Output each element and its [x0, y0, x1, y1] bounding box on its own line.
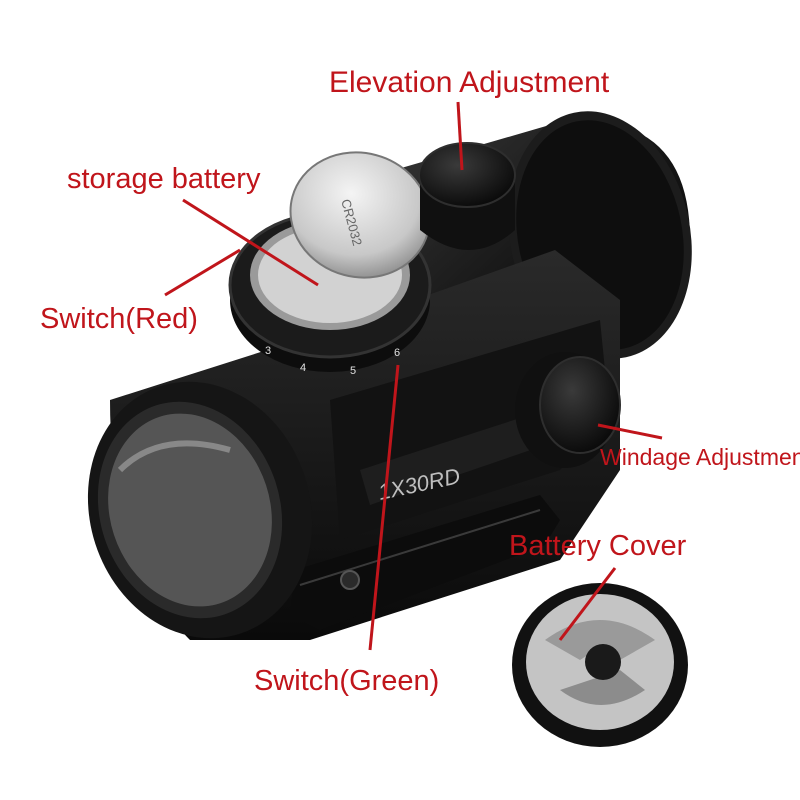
leader-switch-green: [368, 364, 400, 651]
leader-elevation: [456, 101, 464, 171]
dial-number-6: 6: [394, 347, 400, 359]
callout-storage-battery: storage battery: [67, 163, 261, 195]
callout-switch-green: Switch(Green): [254, 665, 440, 697]
callout-windage-adjustment: Windage Adjustment: [600, 444, 800, 470]
leader-switch-red: [164, 248, 241, 297]
elevation-knob: [418, 142, 516, 250]
callout-switch-red: Switch(Red): [40, 303, 198, 335]
leader-battery-cover: [558, 567, 617, 641]
callout-elevation-adjustment: Elevation Adjustment: [329, 66, 610, 99]
front-tube: [87, 381, 313, 639]
dial-number-3: 3: [265, 345, 271, 357]
battery-coin: CR2032: [289, 151, 431, 279]
leader-lines: [164, 101, 663, 651]
dial-number-4: 4: [300, 362, 306, 374]
windage-knob: [515, 352, 621, 468]
leader-storage-battery: [182, 198, 319, 287]
dial-number-5: 5: [350, 365, 356, 377]
battery-cover: [512, 583, 688, 747]
rail-mount: [290, 495, 560, 630]
mount-screw-hole: [340, 570, 360, 590]
leader-windage: [597, 423, 663, 440]
callout-battery-cover: Battery Cover: [509, 530, 687, 562]
